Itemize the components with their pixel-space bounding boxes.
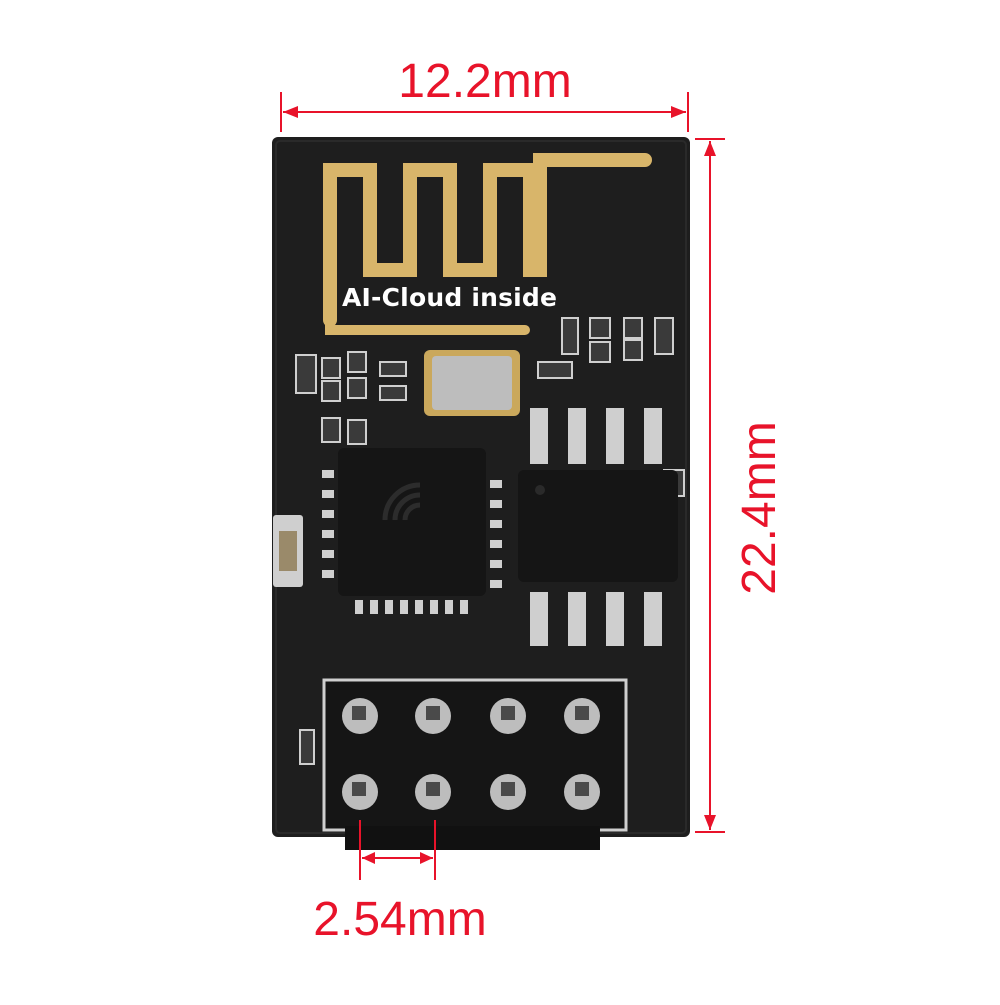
antenna-trace [323, 153, 652, 327]
height-dimension-label: 22.4mm [733, 421, 786, 595]
silkscreen-text: AI-Cloud inside [342, 283, 558, 312]
width-dimension-label: 12.2mm [398, 55, 572, 108]
smd-components [295, 317, 685, 765]
pin-pitch-dimension-label: 2.54mm [313, 893, 487, 946]
flash-chip [518, 408, 678, 646]
main-soc-chip [338, 448, 486, 596]
wifi-logo-icon [382, 482, 421, 521]
dimension-lines [280, 92, 725, 880]
